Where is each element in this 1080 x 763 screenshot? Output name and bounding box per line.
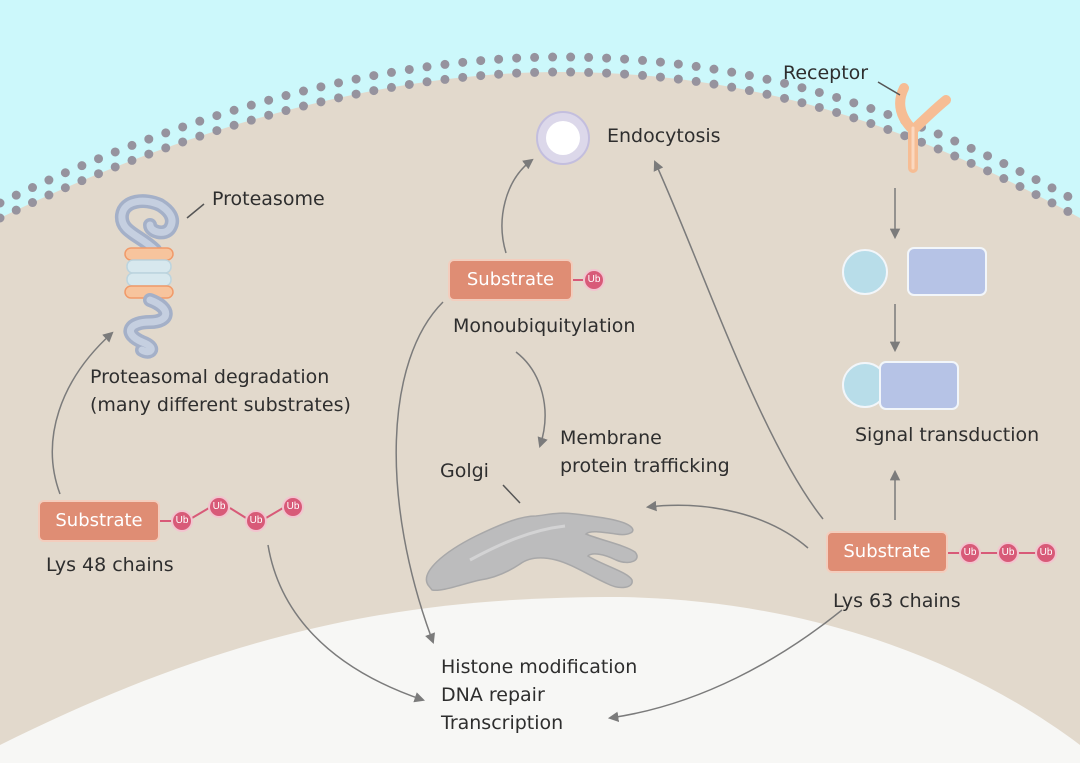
ubiquitin-lys63-3: Ub <box>1035 542 1057 564</box>
vesicle-icon <box>536 111 590 165</box>
receptor-icon <box>895 83 951 173</box>
lys63-label: Lys 63 chains <box>833 590 961 612</box>
arrow-mono-to-nucleus <box>395 301 444 644</box>
substrate-lys63: Substrate <box>826 531 948 573</box>
ub-link-lys48 <box>160 507 284 522</box>
arrow-lys63-to-endocytosis <box>653 160 824 520</box>
receptor-label: Receptor <box>783 62 869 84</box>
arrow-mono-to-trafficking <box>515 351 548 448</box>
ubiquitin-lys63-1: Ub <box>959 542 981 564</box>
ubiquitin-lys48-1: Ub <box>171 510 193 532</box>
signal-protein-icon <box>842 247 987 410</box>
dna-repair-label: DNA repair <box>441 684 545 706</box>
ubiquitin-mono: Ub <box>583 269 605 291</box>
golgi-icon <box>425 512 638 592</box>
histone-modification-label: Histone modification <box>441 656 638 678</box>
arrow-lys48-to-proteasome <box>51 331 114 495</box>
endocytosis-label: Endocytosis <box>607 125 721 147</box>
arrow-lys48-to-nucleus <box>267 544 425 703</box>
receptor-leader <box>877 81 901 96</box>
proteasome-icon <box>114 194 180 359</box>
signal-transduction-label: Signal transduction <box>855 424 1040 446</box>
arrow-lys63-to-golgi <box>645 500 809 549</box>
membrane-inner-layer <box>0 67 1080 223</box>
ubiquitin-lys48-2: Ub <box>208 496 230 518</box>
monoubiquitylation-label: Monoubiquitylation <box>453 315 636 337</box>
ubiquitin-lys63-2: Ub <box>997 542 1019 564</box>
substrate-lys48: Substrate <box>38 500 160 542</box>
ubiquitin-lys48-3: Ub <box>245 510 267 532</box>
nucleus <box>0 597 1080 763</box>
proteasome-label: Proteasome <box>212 188 325 210</box>
lys48-label: Lys 48 chains <box>46 554 174 576</box>
proteasome-leader <box>186 203 205 219</box>
golgi-leader <box>502 484 521 504</box>
substrate-mono: Substrate <box>448 259 573 301</box>
arrow-mono-to-endocytosis <box>501 158 534 254</box>
protein-trafficking-label: protein trafficking <box>560 455 730 477</box>
membrane-label: Membrane <box>560 427 662 449</box>
arrow-lys63-to-nucleus <box>607 609 843 722</box>
cytoplasm <box>0 72 1080 763</box>
transcription-label: Transcription <box>441 712 564 734</box>
golgi-label: Golgi <box>440 460 489 482</box>
many-substrates-label: (many different substrates) <box>90 394 351 416</box>
ubiquitin-lys48-4: Ub <box>282 496 304 518</box>
proteasomal-degradation-label: Proteasomal degradation <box>90 366 330 388</box>
